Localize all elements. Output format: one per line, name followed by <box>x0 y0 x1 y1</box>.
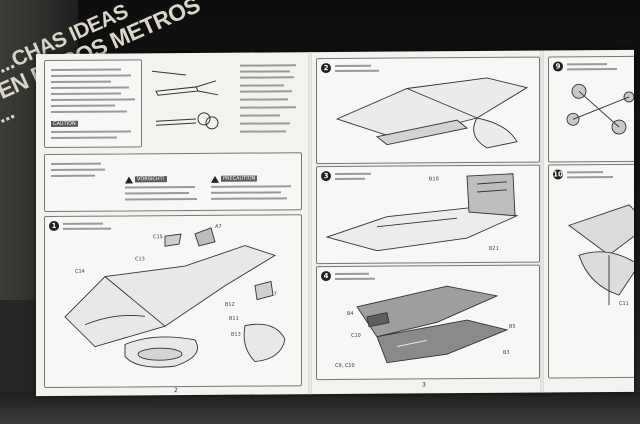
caution-heading: CAUTION <box>51 120 78 127</box>
page-number-2: 2 <box>174 387 178 395</box>
warnings-block: VORSICHT! PRECAUTION <box>44 152 302 213</box>
precaution-heading: PRECAUTION <box>221 175 258 182</box>
instruction-sheet: CAUTION <box>36 49 634 397</box>
step-1-panel: 1 C14 C15 C13 B12 B11 B13 B17 A7 <box>44 214 302 389</box>
page-number-3: 3 <box>422 381 426 389</box>
step-3-panel: 3 B10 B21 <box>316 164 540 265</box>
step-4-diagram <box>356 285 509 364</box>
step-3-diagram <box>325 173 519 252</box>
instruction-page-3: 2 3 B10 B21 <box>312 51 540 395</box>
step-9-panel: 9 <box>548 55 634 163</box>
step-1-diagram <box>64 227 286 368</box>
tools-text-column <box>240 58 300 144</box>
step-10-panel: 10 C11 <box>548 163 634 379</box>
intro-text-block: CAUTION <box>44 59 142 149</box>
step-10-diagram <box>568 204 634 306</box>
step-2-diagram <box>335 77 529 149</box>
magazine-headline-3: ... <box>0 100 18 129</box>
instruction-page-2: CAUTION <box>36 52 308 396</box>
step-2-panel: 2 <box>316 56 540 165</box>
step-9-diagram <box>566 83 634 135</box>
desk-surface <box>0 392 640 424</box>
vorsicht-heading: VORSICHT! <box>135 176 167 183</box>
instruction-page-4: 9 10 C11 <box>544 50 634 393</box>
tools-illustration <box>151 70 219 130</box>
step-4-panel: 4 B4 B5 B3 C10 C9, C10 <box>316 264 540 381</box>
warning-icon <box>125 176 133 184</box>
warning-icon <box>211 175 219 183</box>
